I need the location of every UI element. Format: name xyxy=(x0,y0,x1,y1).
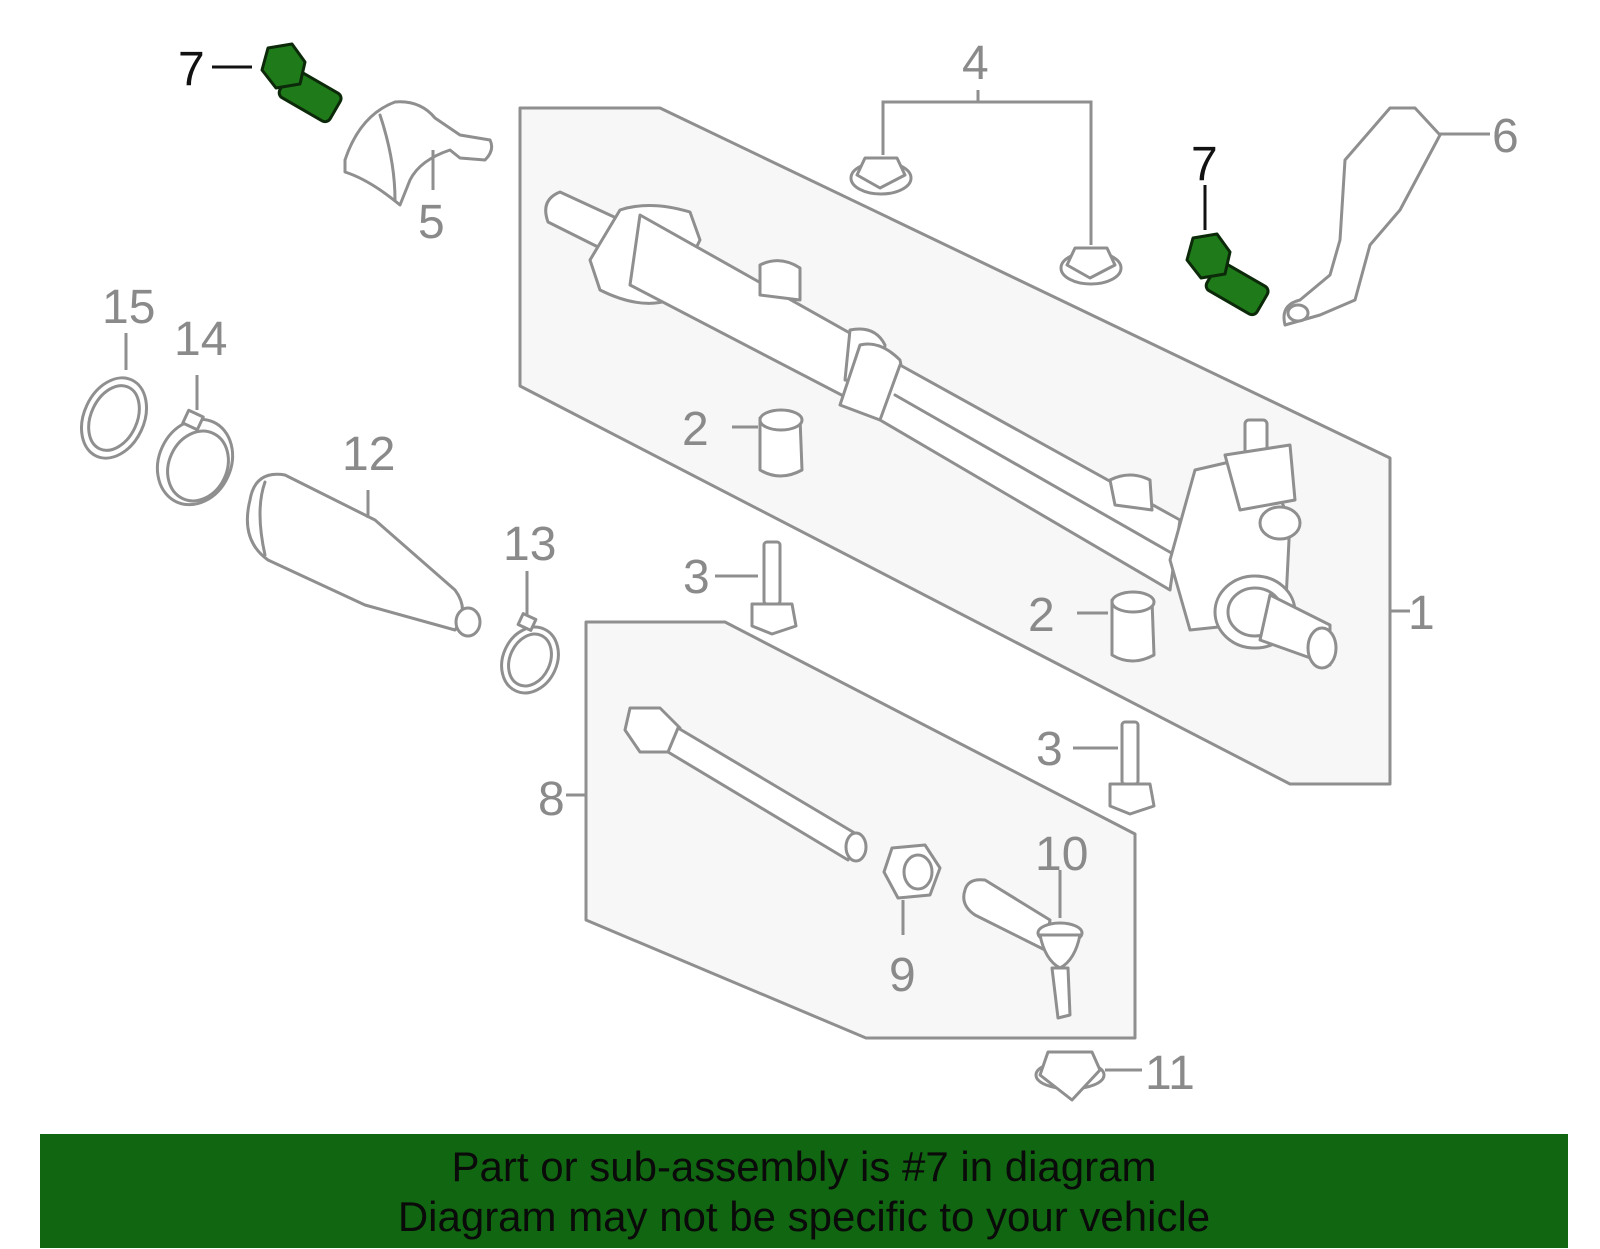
callout-14: 14 xyxy=(174,313,227,366)
rack-nut-right[interactable] xyxy=(1059,246,1123,286)
mounting-bracket[interactable] xyxy=(343,100,494,207)
inner-tie-rod[interactable] xyxy=(623,706,868,863)
tie-rod-group-box xyxy=(584,620,1137,1040)
info-banner: Part or sub-assembly is #7 in diagram Di… xyxy=(40,1134,1568,1248)
callout-2-upper: 2 xyxy=(682,403,709,456)
outer-tie-rod-end[interactable] xyxy=(962,878,1084,1020)
leader-lines xyxy=(124,65,1490,1072)
callout-2-lower: 2 xyxy=(1028,589,1055,642)
mounting-bolt-upper[interactable] xyxy=(750,540,798,636)
rack-boot[interactable] xyxy=(245,472,482,638)
banner-line-2: Diagram may not be specific to your vehi… xyxy=(397,1193,1211,1240)
callout-11: 11 xyxy=(1145,1047,1195,1100)
callout-12: 12 xyxy=(342,428,395,481)
heat-shield[interactable] xyxy=(1282,106,1442,327)
callout-5: 5 xyxy=(418,196,445,249)
callout-1: 1 xyxy=(1408,587,1435,640)
rack-bushing-lower[interactable] xyxy=(1110,590,1156,663)
callout-15: 15 xyxy=(102,281,155,334)
flange-nut[interactable] xyxy=(1034,1050,1106,1102)
banner-line-1: Part or sub-assembly is #7 in diagram xyxy=(451,1143,1157,1190)
callout-8: 8 xyxy=(538,773,565,826)
jam-nut[interactable] xyxy=(882,843,942,900)
rack-bushing-upper[interactable] xyxy=(758,408,804,478)
callout-3-lower: 3 xyxy=(1036,723,1063,776)
highlighted-bolt-top-left[interactable] xyxy=(260,42,343,124)
callout-7-top-left: 7 xyxy=(178,43,205,96)
callout-13: 13 xyxy=(503,518,556,571)
callout-7-right: 7 xyxy=(1191,138,1218,191)
callout-3-upper: 3 xyxy=(683,551,710,604)
callout-6: 6 xyxy=(1492,110,1519,163)
rack-nut-left[interactable] xyxy=(849,156,913,196)
highlighted-bolt-right[interactable] xyxy=(1185,232,1270,317)
steering-rack[interactable] xyxy=(544,190,1338,670)
callout-10: 10 xyxy=(1035,828,1088,881)
boot-clamp-large[interactable] xyxy=(144,407,246,517)
o-ring[interactable] xyxy=(69,367,159,468)
callout-9: 9 xyxy=(889,949,916,1002)
mounting-bolt-lower[interactable] xyxy=(1108,720,1156,816)
boot-clamp-small[interactable] xyxy=(491,612,569,703)
callout-4: 4 xyxy=(962,37,989,90)
